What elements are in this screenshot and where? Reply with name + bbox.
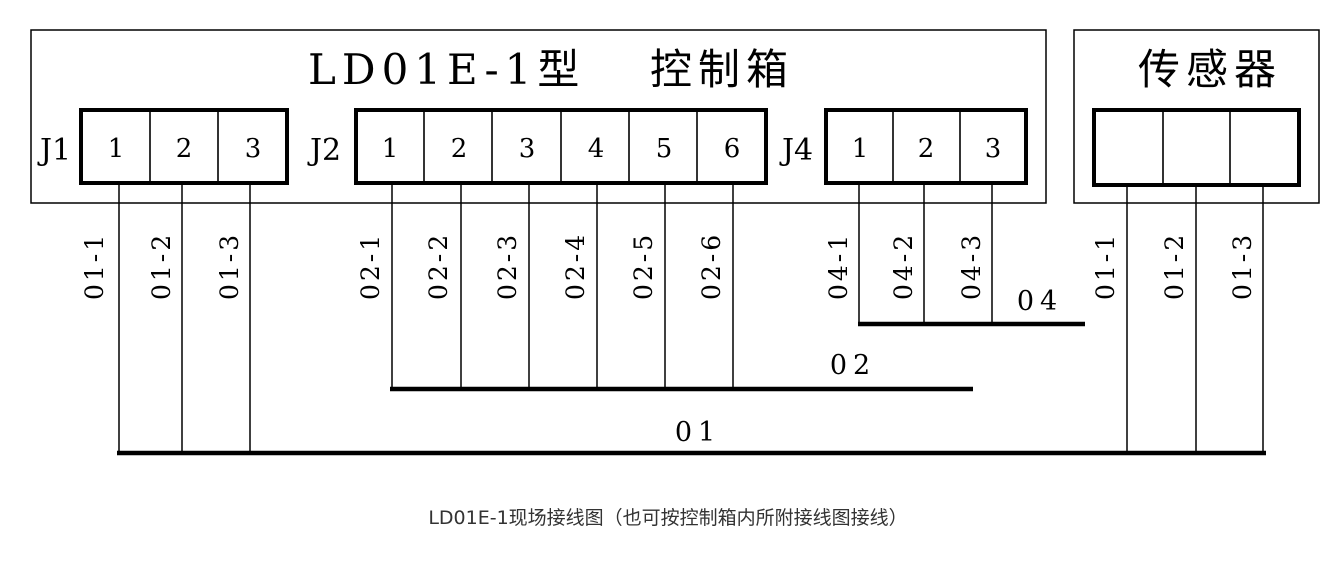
j4-label: J4 (779, 133, 813, 168)
j2-wire-labels: 02-1 02-2 02-3 02-4 02-5 02-6 (356, 232, 726, 300)
j1-wire-labels: 01-1 01-2 01-3 (80, 232, 244, 300)
wire-label: 04-1 (824, 232, 853, 300)
wire-label: 02-2 (424, 232, 453, 300)
controller-box (30, 29, 1047, 204)
sensor-wires (1126, 185, 1264, 453)
j1-wires (118, 183, 251, 453)
j2-cell-4: 4 (588, 134, 605, 164)
j2-label: J2 (307, 133, 341, 168)
j2-cell-5: 5 (656, 134, 673, 164)
sensor-terminal-block (1092, 108, 1301, 187)
j2-terminal-block: 1 2 3 4 5 6 (354, 108, 768, 185)
j1-cell-3: 3 (245, 134, 262, 164)
wire-label: 01-1 (1091, 232, 1120, 300)
j4-wire-labels: 04-1 04-2 04-3 (824, 232, 986, 300)
wire-label: 02-4 (561, 232, 590, 300)
j1-cell-1: 1 (108, 134, 125, 164)
wire-label: 02-6 (697, 232, 726, 300)
j2-cell-6: 6 (724, 134, 741, 164)
j4-cell-1: 1 (852, 134, 869, 164)
sensor-title: 传感器 (1138, 45, 1282, 94)
j1-cell-2: 2 (176, 134, 193, 164)
figure-caption: LD01E-1现场接线图（也可按控制箱内所附接线图接线） (428, 507, 908, 529)
wire-label: 04-3 (957, 232, 986, 300)
j2-cell-2: 2 (451, 134, 468, 164)
wire-label: 01-2 (1160, 232, 1189, 300)
wire-label: 01-3 (215, 232, 244, 300)
j1-label: J1 (37, 133, 71, 168)
bus-04-label: 04 (1017, 286, 1063, 317)
j2-cell-1: 1 (382, 134, 399, 164)
j1-terminal-block: 1 2 3 (79, 108, 289, 185)
bus-02-label: 02 (830, 350, 876, 381)
wire-label: 02-1 (356, 232, 385, 300)
wire-label: 02-5 (629, 232, 658, 300)
wire-label: 04-2 (889, 232, 918, 300)
wire-label: 01-1 (80, 232, 109, 300)
wire-label: 01-2 (147, 232, 176, 300)
j4-cell-3: 3 (985, 134, 1002, 164)
controller-title-model: LD01E-1型 (308, 45, 585, 94)
sensor-wire-labels: 01-1 01-2 01-3 (1091, 232, 1257, 300)
j4-cell-2: 2 (918, 134, 935, 164)
bus-01-label: 01 (675, 417, 721, 448)
j4-wires (858, 183, 993, 324)
controller-title-name: 控制箱 (650, 45, 794, 94)
j4-terminal-block: 1 2 3 (824, 108, 1028, 185)
j2-wires (391, 183, 734, 389)
wire-label: 02-3 (493, 232, 522, 300)
wire-label: 01-3 (1228, 232, 1257, 300)
j2-cell-3: 3 (519, 134, 536, 164)
